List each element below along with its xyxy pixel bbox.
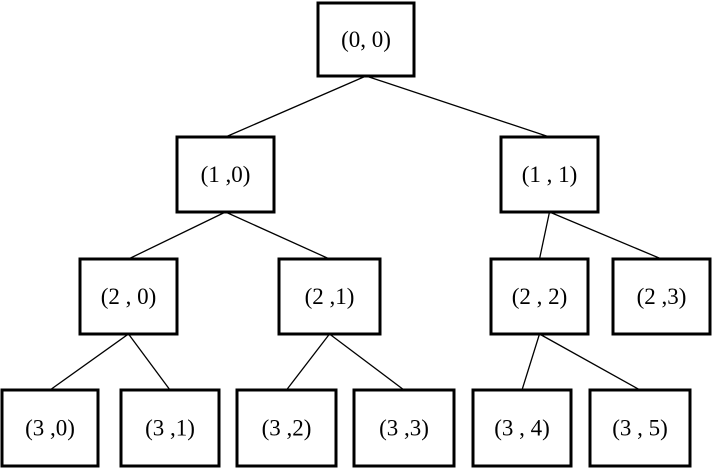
- node-box: [489, 257, 590, 336]
- edge-n00-n10: [225, 75, 367, 138]
- edge-n10-n21: [225, 211, 330, 260]
- node-label: (3 ,3): [379, 416, 429, 441]
- edge-n21-n33: [329, 333, 405, 391]
- edge-n11-n22: [538, 211, 551, 260]
- tree-node: (1 ,0): [175, 135, 276, 214]
- edge-n22-n35: [539, 333, 641, 391]
- tree-node: (3 , 5): [588, 388, 692, 468]
- node-label: (1 ,0): [201, 162, 251, 187]
- tree-node: (3 ,2): [235, 388, 338, 468]
- tree-node: (3 ,1): [119, 388, 221, 468]
- node-label: (0, 0): [341, 27, 391, 52]
- node-label: (2 ,1): [305, 284, 355, 309]
- node-label: (3 , 5): [612, 416, 668, 441]
- node-label: (1 , 1): [522, 162, 578, 187]
- node-box: [588, 388, 692, 468]
- node-box: [235, 388, 338, 468]
- node-box: [471, 388, 573, 468]
- node-label: (3 ,0): [25, 416, 75, 441]
- edge-n21-n32: [285, 333, 331, 391]
- tree-node: (3 , 4): [471, 388, 573, 468]
- node-label: (3 , 4): [494, 416, 550, 441]
- tree-node: (0, 0): [316, 1, 416, 78]
- tree-node: (3 ,0): [0, 388, 100, 468]
- node-box: [352, 388, 456, 468]
- node-box: [277, 257, 382, 336]
- node-box: [175, 135, 276, 214]
- node-box: [78, 257, 179, 336]
- node-box: [0, 388, 100, 468]
- node-box: [611, 257, 712, 336]
- edge-n22-n34: [521, 333, 541, 391]
- tree-node: (2 ,3): [611, 257, 712, 336]
- tree-node: (3 ,3): [352, 388, 456, 468]
- tree-node: (2 , 0): [78, 257, 179, 336]
- edge-n20-n31: [127, 333, 171, 391]
- edge-n00-n11: [365, 75, 550, 138]
- node-label: (2 ,3): [637, 284, 687, 309]
- tree-node: (1 , 1): [499, 135, 600, 214]
- node-label: (2 , 2): [512, 284, 568, 309]
- node-label: (3 ,2): [262, 416, 312, 441]
- tree-node: (2 ,1): [277, 257, 382, 336]
- edges-layer: [49, 75, 662, 391]
- node-box: [316, 1, 416, 78]
- node-box: [499, 135, 600, 214]
- node-box: [119, 388, 221, 468]
- node-label: (3 ,1): [145, 416, 195, 441]
- edge-n11-n23: [549, 211, 662, 260]
- node-label: (2 , 0): [101, 284, 157, 309]
- edge-n10-n20: [128, 211, 226, 260]
- tree-node: (2 , 2): [489, 257, 590, 336]
- edge-n20-n30: [49, 333, 129, 391]
